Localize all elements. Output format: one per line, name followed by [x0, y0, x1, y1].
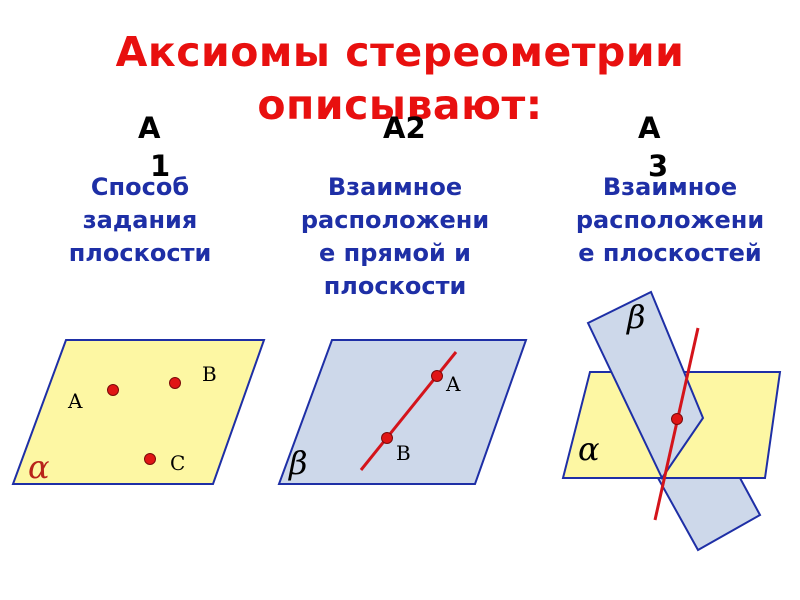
axiom-1-description: Способ задания плоскости: [30, 171, 250, 270]
desc-line: е прямой и: [319, 239, 471, 267]
plane-beta-label: β: [626, 298, 646, 336]
axiom-3-description: Взаимное расположени е плоскостей: [530, 171, 800, 270]
desc-line: задания: [82, 206, 198, 234]
plane-beta-lower: [656, 477, 762, 552]
axiom-1-label-number: 1: [150, 149, 171, 183]
plane-alpha-label: α: [578, 430, 600, 468]
point-b-label: B: [202, 362, 217, 386]
figure-3: α β: [561, 290, 782, 552]
point-b-label: B: [396, 441, 411, 465]
point-a: [431, 370, 443, 382]
axiom-2-label: А2: [383, 111, 426, 145]
plane-alpha-label: α: [28, 448, 50, 486]
intersection-point: [671, 413, 683, 425]
desc-line: е плоскостей: [578, 239, 762, 267]
point-a-label: A: [445, 372, 461, 396]
plane-beta: [277, 339, 528, 485]
figure-1: A B C α: [11, 339, 266, 486]
point-c-label: C: [170, 451, 185, 475]
point-a: [107, 384, 119, 396]
desc-line: расположени: [575, 206, 765, 234]
axiom-2-description: Взаимное расположени е прямой и плоскост…: [255, 171, 535, 303]
desc-line: Способ: [90, 173, 190, 201]
plane-beta-label: β: [288, 444, 308, 482]
plane-alpha: [11, 339, 266, 485]
axiom-1-label: А: [138, 111, 161, 145]
point-b: [381, 432, 393, 444]
figure-2: A B β: [277, 339, 528, 485]
desc-line: Взаимное: [327, 173, 463, 201]
point-c: [144, 453, 156, 465]
axiom-3-label: А: [638, 111, 661, 145]
point-b: [169, 377, 181, 389]
axiom-3-label-number: 3: [648, 149, 669, 183]
title-line-1: Аксиомы стереометрии: [115, 28, 685, 76]
desc-line: плоскости: [323, 272, 467, 300]
desc-line: расположени: [300, 206, 490, 234]
title-line-2: описывают:: [257, 81, 543, 129]
desc-line: Взаимное: [602, 173, 738, 201]
desc-line: плоскости: [68, 239, 212, 267]
point-a-label: A: [67, 389, 83, 413]
